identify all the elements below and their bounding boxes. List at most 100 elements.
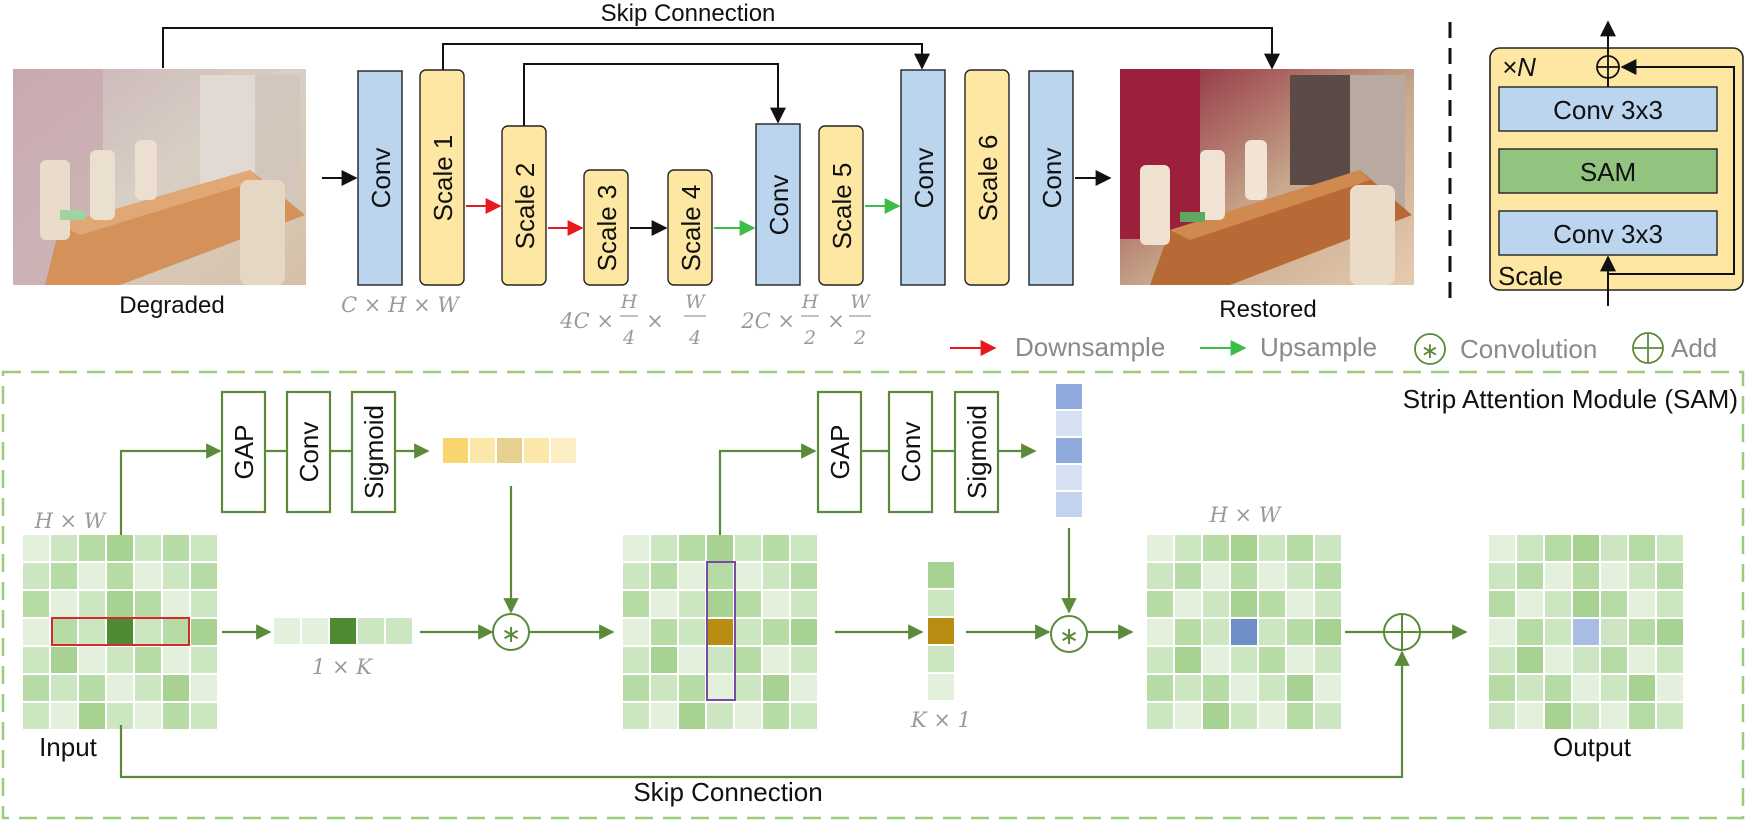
- grid-cell: [623, 619, 649, 645]
- grid-cell: [1203, 703, 1229, 729]
- dim-four: 4: [688, 327, 701, 349]
- grid-cell: [1315, 647, 1341, 673]
- grid-cell: [707, 563, 733, 589]
- block-label: Scale 1: [428, 135, 458, 222]
- grid-cell: [1489, 619, 1515, 645]
- top-skip-connections: [162, 27, 1280, 126]
- grid-cell: [79, 563, 105, 589]
- grid-cell: [135, 535, 161, 561]
- grid-cell: [791, 647, 817, 673]
- grid-cell: [1259, 591, 1285, 617]
- block-label: Scale 3: [592, 185, 622, 272]
- grid-cell: [1489, 591, 1515, 617]
- pipeline-blocks: [357, 69, 1074, 286]
- dim-h: H: [801, 291, 819, 313]
- sam-skip-label: Skip Connection: [633, 777, 822, 807]
- grid-cell: [191, 647, 217, 673]
- grid-cell: [1517, 563, 1543, 589]
- grid-cell: [107, 703, 133, 729]
- scale-row-label: Conv 3x3: [1553, 95, 1663, 125]
- grid-cell: [1601, 591, 1627, 617]
- grid-cell: [79, 591, 105, 617]
- grid-cell: [1231, 675, 1257, 701]
- grid-cell: [23, 703, 49, 729]
- grid-cell: [1545, 563, 1571, 589]
- legend-upsample: Upsample: [1260, 332, 1377, 362]
- scale-row-label: SAM: [1580, 157, 1636, 187]
- gap-box: [220, 390, 267, 514]
- grid-cell: [1573, 535, 1599, 561]
- intermediate-grid: [623, 535, 817, 729]
- grid-cell: [1315, 591, 1341, 617]
- grid-cell: [79, 535, 105, 561]
- grid-cell: [1147, 675, 1173, 701]
- grid-cell: [163, 647, 189, 673]
- grid-cell: [763, 647, 789, 673]
- grid-cell: [135, 675, 161, 701]
- grid-cell: [1287, 703, 1313, 729]
- grid-cell: [707, 591, 733, 617]
- grid-cell: [1601, 647, 1627, 673]
- grid-cell: [1517, 619, 1543, 645]
- grid-cell: [163, 619, 189, 645]
- convolution-icon: ∗: [492, 613, 530, 651]
- grid-cell: [1287, 535, 1313, 561]
- grid-cell: [163, 535, 189, 561]
- grid-cell: [1573, 675, 1599, 701]
- grid-cell: [1147, 563, 1173, 589]
- dim-four: 4: [622, 327, 635, 349]
- grid-cell: [1147, 535, 1173, 561]
- grid-cell: [623, 675, 649, 701]
- grid-cell: [651, 703, 677, 729]
- scale-row-conv-bottom: [1498, 210, 1718, 256]
- grid-cell: [191, 563, 217, 589]
- grid-cell: [1629, 647, 1655, 673]
- grid-cell: [1203, 647, 1229, 673]
- grid-cell: [191, 675, 217, 701]
- grid-cell: [1315, 535, 1341, 561]
- block-conv-2: [755, 123, 801, 286]
- sam-frame: [1, 370, 1745, 820]
- add-icon: [1632, 332, 1664, 364]
- grid-cell: [763, 535, 789, 561]
- third-grid: [1147, 535, 1341, 729]
- grid-cell: [79, 647, 105, 673]
- grid-cell: [51, 563, 77, 589]
- block-conv-4: [1028, 70, 1074, 286]
- vertical-strip-highlight: [706, 561, 736, 701]
- grid-cell: [1629, 535, 1655, 561]
- grid-cell: [1315, 703, 1341, 729]
- block-label: Scale 5: [827, 163, 857, 250]
- grid-cell: [23, 619, 49, 645]
- conv-symbol: ∗: [501, 620, 521, 648]
- kx1-label: K × 1: [910, 708, 971, 732]
- grid-cell: [1489, 703, 1515, 729]
- grid-cell: [1545, 619, 1571, 645]
- grid-cell: [1657, 675, 1683, 701]
- grid-cell: [1601, 619, 1627, 645]
- grid-cell: [1287, 619, 1313, 645]
- grid-cell: [1175, 647, 1201, 673]
- grid-cell: [735, 675, 761, 701]
- scale-detail-block: Conv 3x3 SAM Conv 3x3 ×N Scale: [1489, 20, 1744, 306]
- grid-cell: [707, 647, 733, 673]
- grid-cell: [79, 703, 105, 729]
- grid-cell: [1259, 647, 1285, 673]
- grid-cell: [1517, 675, 1543, 701]
- sigmoid-box: [350, 390, 397, 514]
- grid-cell: [1489, 535, 1515, 561]
- grid-cell: [735, 535, 761, 561]
- grid-cell: [1573, 703, 1599, 729]
- grid-cell: [623, 535, 649, 561]
- sam-arrows: [119, 443, 1468, 779]
- horizontal-strip-highlight: [51, 617, 190, 646]
- grid-cell: [1629, 563, 1655, 589]
- grid-cell: [107, 647, 133, 673]
- grid-cell: [763, 563, 789, 589]
- grid-cell: [163, 675, 189, 701]
- legend: Downsample Upsample ∗ Convolution Add: [950, 332, 1717, 365]
- grid-cell: [1147, 703, 1173, 729]
- grid-cell: [735, 591, 761, 617]
- legend-convolution: Convolution: [1460, 334, 1597, 364]
